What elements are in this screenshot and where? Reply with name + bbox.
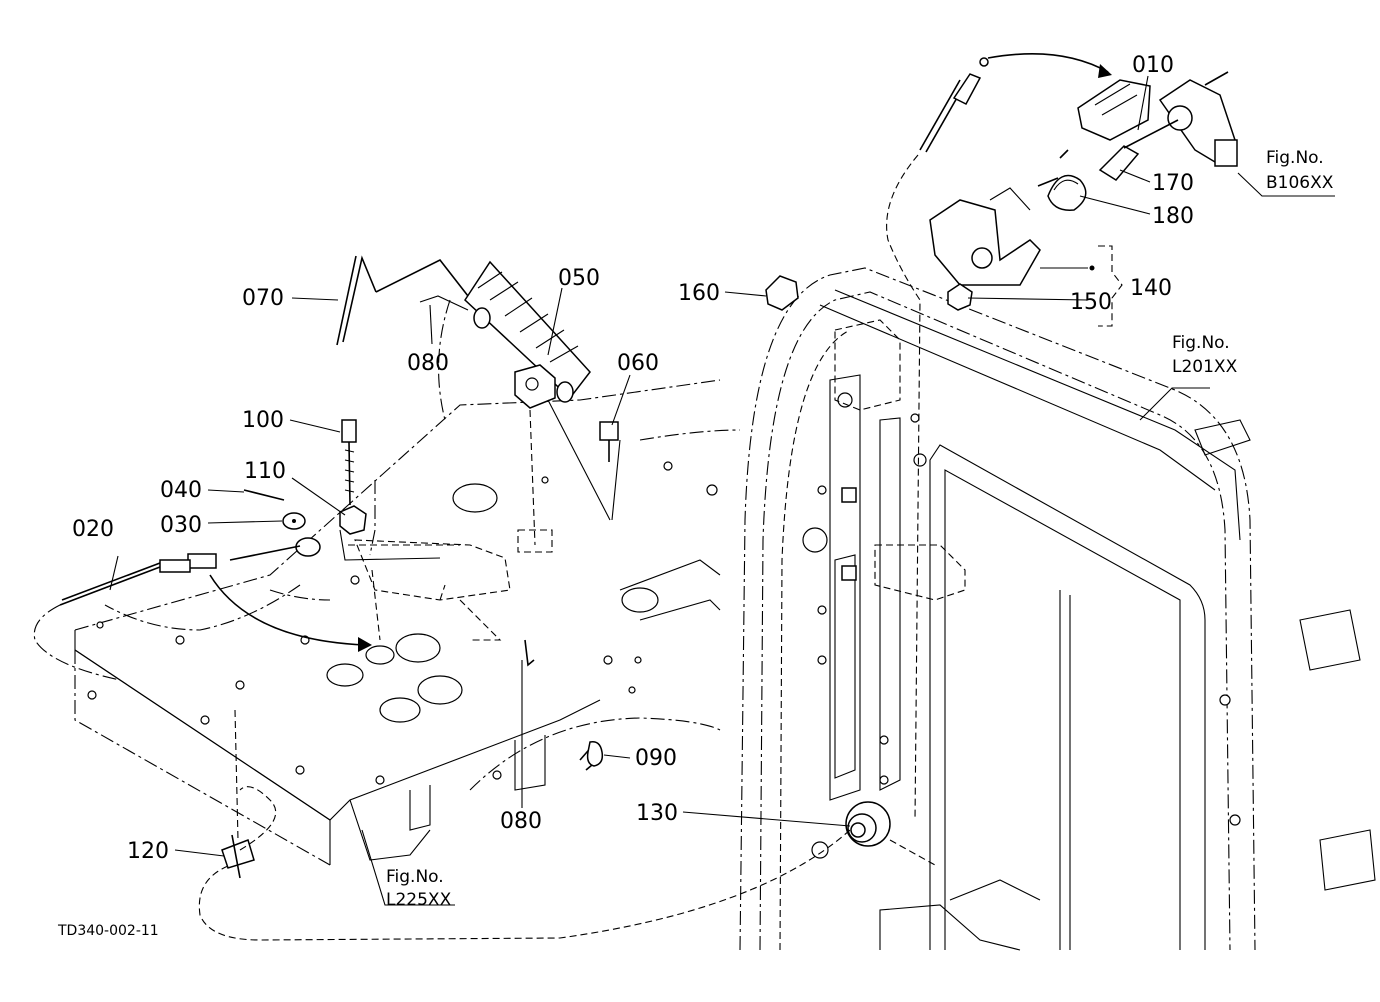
- fig-ref-l201-heading: Fig.No.: [1172, 333, 1230, 353]
- sensor-assembly: [765, 57, 1238, 327]
- floor-plate: [74, 379, 721, 866]
- callout-150: 150: [1070, 290, 1112, 315]
- callout-170: 170: [1152, 171, 1194, 196]
- callout-180: 180: [1152, 204, 1194, 229]
- callout-labels: 010 020 030 040 050 060 070 080 080 090 …: [72, 53, 1194, 864]
- figure-references: Fig.No. B106XX Fig.No. L201XX Fig.No. L2…: [386, 148, 1334, 910]
- callout-140: 140: [1130, 276, 1172, 301]
- fig-ref-l201-number: L201XX: [1172, 357, 1238, 377]
- callout-040: 040: [160, 478, 202, 503]
- leader-lines: [109, 75, 1335, 906]
- callout-090: 090: [635, 746, 677, 771]
- fig-ref-l225-number: L225XX: [386, 890, 452, 910]
- callout-120: 120: [127, 839, 169, 864]
- callout-080-bottom: 080: [500, 809, 542, 834]
- callout-030: 030: [160, 513, 202, 538]
- callout-160: 160: [678, 281, 720, 306]
- callout-070: 070: [242, 286, 284, 311]
- drawing-code: TD340-002-11: [57, 923, 159, 939]
- cab-frame: [739, 267, 1376, 951]
- callout-110: 110: [244, 459, 286, 484]
- callout-010: 010: [1132, 53, 1174, 78]
- callout-130: 130: [636, 801, 678, 826]
- cable-routing: [33, 154, 936, 941]
- pedal-assembly: [59, 255, 619, 879]
- fig-ref-b106-heading: Fig.No.: [1266, 148, 1324, 168]
- callout-100: 100: [242, 408, 284, 433]
- callout-080-top: 080: [407, 351, 449, 376]
- fig-ref-b106-number: B106XX: [1266, 173, 1334, 193]
- callout-050: 050: [558, 266, 600, 291]
- callout-060: 060: [617, 351, 659, 376]
- arrows: [209, 52, 1112, 652]
- callout-020: 020: [72, 517, 114, 542]
- fig-ref-l225-heading: Fig.No.: [386, 867, 444, 887]
